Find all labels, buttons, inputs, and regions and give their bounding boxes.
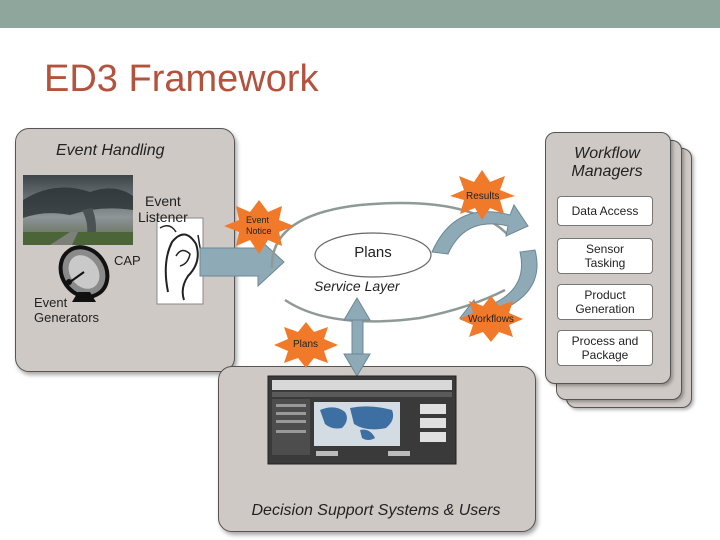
event-generators-label: Event Generators [34,295,100,325]
service-loop-lower-arc [284,288,506,323]
service-layer-label: Service Layer [314,278,400,294]
dss-screenshot [267,375,457,465]
workflow-item-sensor-tasking[interactable]: Sensor Tasking [557,238,653,274]
cycle-arrow-top [431,203,529,255]
plans-ellipse-label: Plans [354,244,392,261]
ear-sketch-icon [156,217,204,305]
decision-support-label: Decision Support Systems & Users [251,502,501,519]
plans-ellipse [314,232,432,278]
top-accent-bar [0,0,720,28]
event-handling-title: Event Handling [56,142,165,159]
workflow-item-data-access[interactable]: Data Access [557,196,653,226]
workflow-item-product-generation[interactable]: Product Generation [557,284,653,320]
workflow-item-process-and-package[interactable]: Process and Package [557,330,653,366]
storm-photo [23,175,133,245]
cap-label: CAP [114,253,141,268]
workflows-label: Workflows [468,314,514,325]
event-listener-label: Event Listener [138,193,188,225]
workflows-burst [459,296,523,342]
event-notice-label: Event Notice [246,215,272,236]
vertical-double-arrow [343,297,371,377]
satellite-dish-icon [58,245,110,302]
results-burst [450,170,515,220]
event-notice-burst [224,200,294,254]
page-title: ED3 Framework [44,58,319,100]
plans-burst-label: Plans [293,339,319,350]
workflow-managers-title: Workflow Managers [571,145,643,180]
plans-burst [274,322,338,368]
results-label: Results [466,191,500,202]
